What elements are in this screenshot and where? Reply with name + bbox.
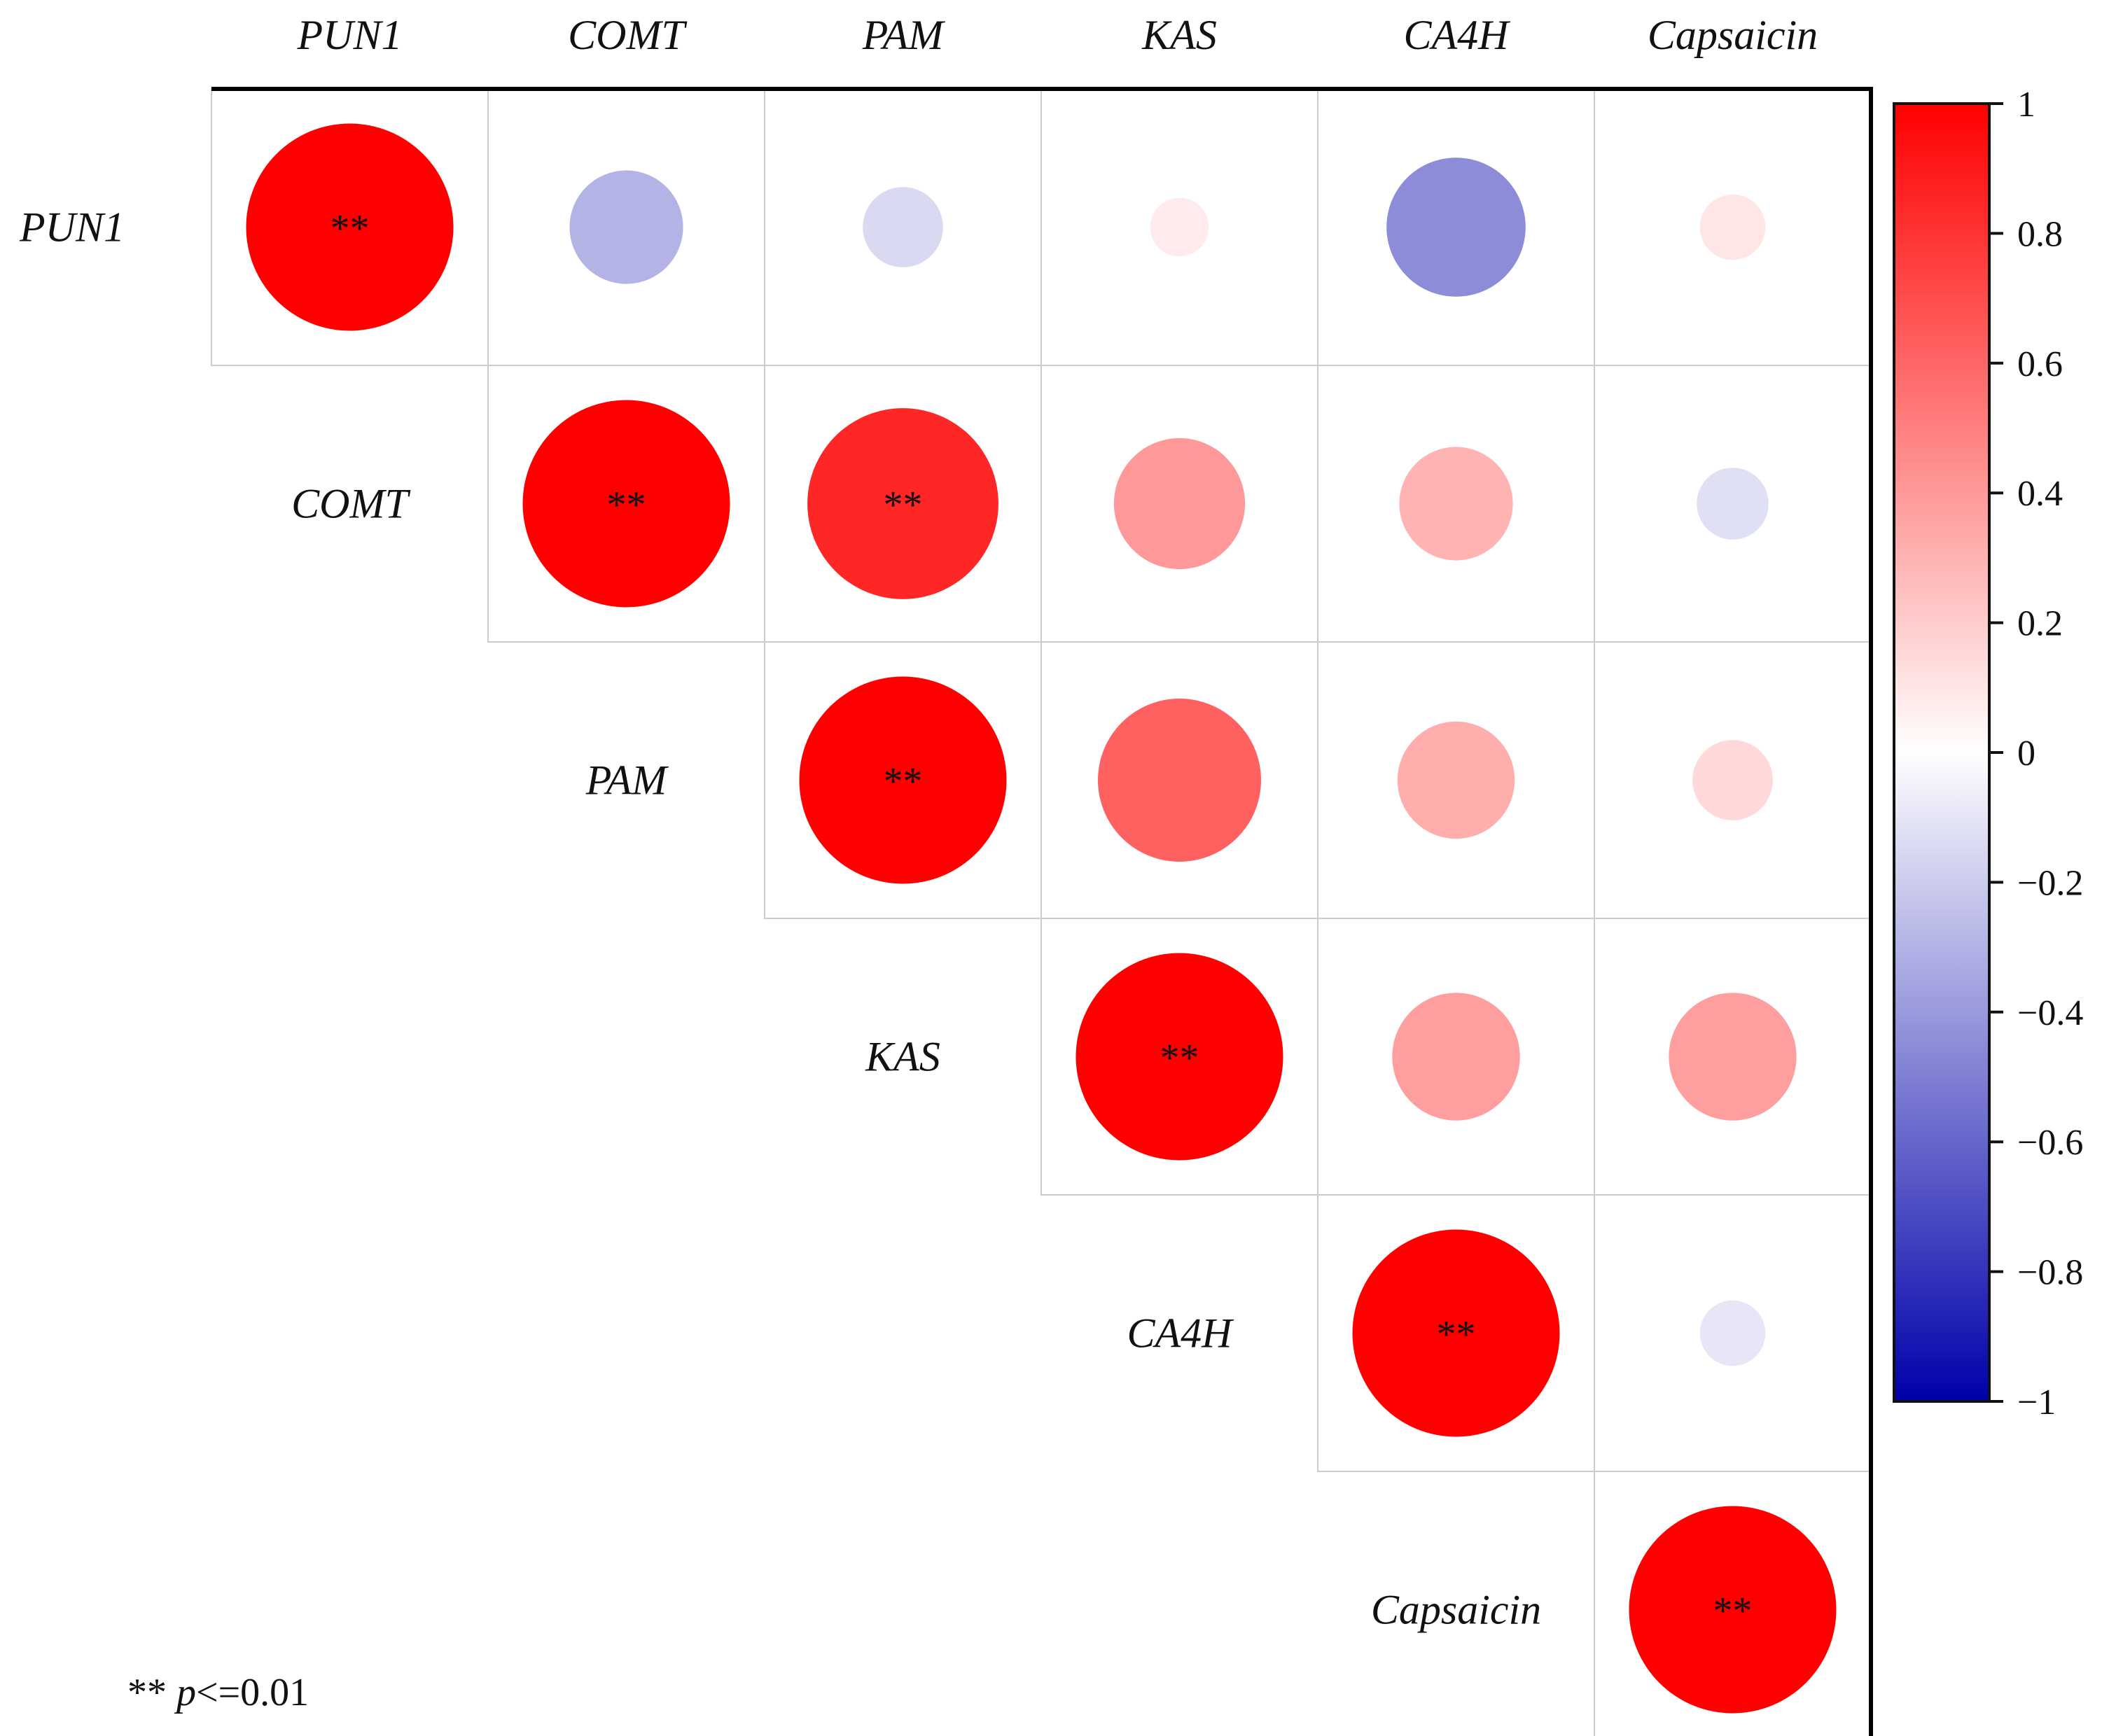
- matrix-frame: [211, 87, 1873, 1736]
- colorbar-tick-label: −1: [2017, 1382, 2056, 1422]
- correlation-circle-pam-kas: [1098, 699, 1261, 862]
- column-label-pam: PAM: [862, 12, 946, 58]
- footnote-threshold: <=0.01: [196, 1671, 309, 1714]
- row-label-kas: KAS: [865, 1034, 940, 1080]
- significance-marker: **: [1160, 1037, 1199, 1080]
- colorbar-tick-label: 0.2: [2017, 604, 2063, 644]
- correlation-circle-pun1-ca4h: [1386, 158, 1526, 297]
- colorbar-gradient: [1893, 102, 1991, 1403]
- column-label-ca4h: CA4H: [1404, 12, 1512, 58]
- colorbar-tick-label: 0.4: [2017, 474, 2063, 514]
- correlation-circle-pun1-comt: [569, 170, 683, 284]
- significance-markers: ** ** ** ** ** ** **: [330, 207, 1753, 1633]
- correlation-circle-pam-capsaicin: [1692, 740, 1773, 820]
- matrix-grid: [211, 88, 1872, 1736]
- colorbar-tick-label: −0.4: [2017, 993, 2083, 1033]
- correlation-circle-pun1-pun1: [246, 123, 454, 331]
- significance-marker: **: [1713, 1590, 1753, 1633]
- row-label-pam: PAM: [585, 757, 669, 804]
- colorbar-tick-label: 0.6: [2017, 344, 2063, 384]
- correlation-circle-kas-kas: [1076, 953, 1283, 1161]
- correlation-circle-kas-capsaicin: [1669, 993, 1797, 1121]
- colorbar-tick-label: −0.2: [2017, 863, 2083, 903]
- correlation-circle-pam-pam: [799, 676, 1007, 884]
- correlation-circle-capsaicin-capsaicin: [1629, 1506, 1837, 1714]
- colorbar-ticks: 1 0.8 0.6 0.4 0.2 0 −0.2 −0.4 −0.6 −0.8 −1: [1989, 85, 2083, 1422]
- correlation-circle-comt-ca4h: [1399, 447, 1513, 561]
- column-label-kas: KAS: [1141, 12, 1217, 58]
- correlation-circle-pun1-kas: [1150, 197, 1209, 257]
- significance-marker: **: [884, 760, 923, 804]
- row-label-pun1: PUN1: [19, 204, 125, 251]
- row-label-comt: COMT: [291, 481, 410, 527]
- colorbar-tick-label: 1: [2017, 85, 2035, 125]
- correlation-circle-pam-ca4h: [1397, 721, 1515, 839]
- colorbar-tick-label: −0.6: [2017, 1123, 2083, 1163]
- column-label-pun1: PUN1: [297, 12, 403, 58]
- correlation-circle-comt-kas: [1113, 438, 1246, 570]
- correlation-circle-ca4h-capsaicin: [1699, 1300, 1766, 1366]
- correlation-circle-ca4h-ca4h: [1352, 1229, 1560, 1437]
- correlation-circle-comt-pam: [807, 408, 998, 599]
- significance-marker: **: [607, 484, 646, 527]
- correlation-circle-pun1-capsaicin: [1699, 194, 1766, 260]
- column-labels: PUN1 COMT PAM KAS CA4H Capsaicin: [297, 12, 1818, 58]
- correlation-circles: [246, 123, 1837, 1714]
- footnote-stat: p: [176, 1671, 196, 1714]
- colorbar-tick-label: 0: [2017, 734, 2035, 774]
- significance-footnote: ** p<=0.01: [127, 1670, 309, 1715]
- colorbar-tick-label: 0.8: [2017, 214, 2063, 254]
- correlation-circle-comt-comt: [522, 400, 730, 608]
- correlation-circle-pun1-pam: [863, 187, 943, 267]
- correlation-circle-comt-capsaicin: [1697, 468, 1769, 540]
- significance-marker: **: [884, 484, 923, 527]
- colorbar-tick-label: −0.8: [2017, 1253, 2083, 1293]
- footnote-marker: **: [127, 1671, 167, 1714]
- significance-marker: **: [1437, 1313, 1476, 1357]
- row-label-capsaicin: Capsaicin: [1371, 1587, 1541, 1633]
- column-label-comt: COMT: [568, 12, 687, 58]
- correlation-circle-kas-ca4h: [1392, 993, 1520, 1121]
- colorbar: 1 0.8 0.6 0.4 0.2 0 −0.2 −0.4 −0.6 −0.8 −1: [1893, 85, 2083, 1422]
- significance-marker: **: [330, 207, 370, 251]
- row-label-ca4h: CA4H: [1127, 1310, 1235, 1357]
- column-label-capsaicin: Capsaicin: [1648, 12, 1818, 58]
